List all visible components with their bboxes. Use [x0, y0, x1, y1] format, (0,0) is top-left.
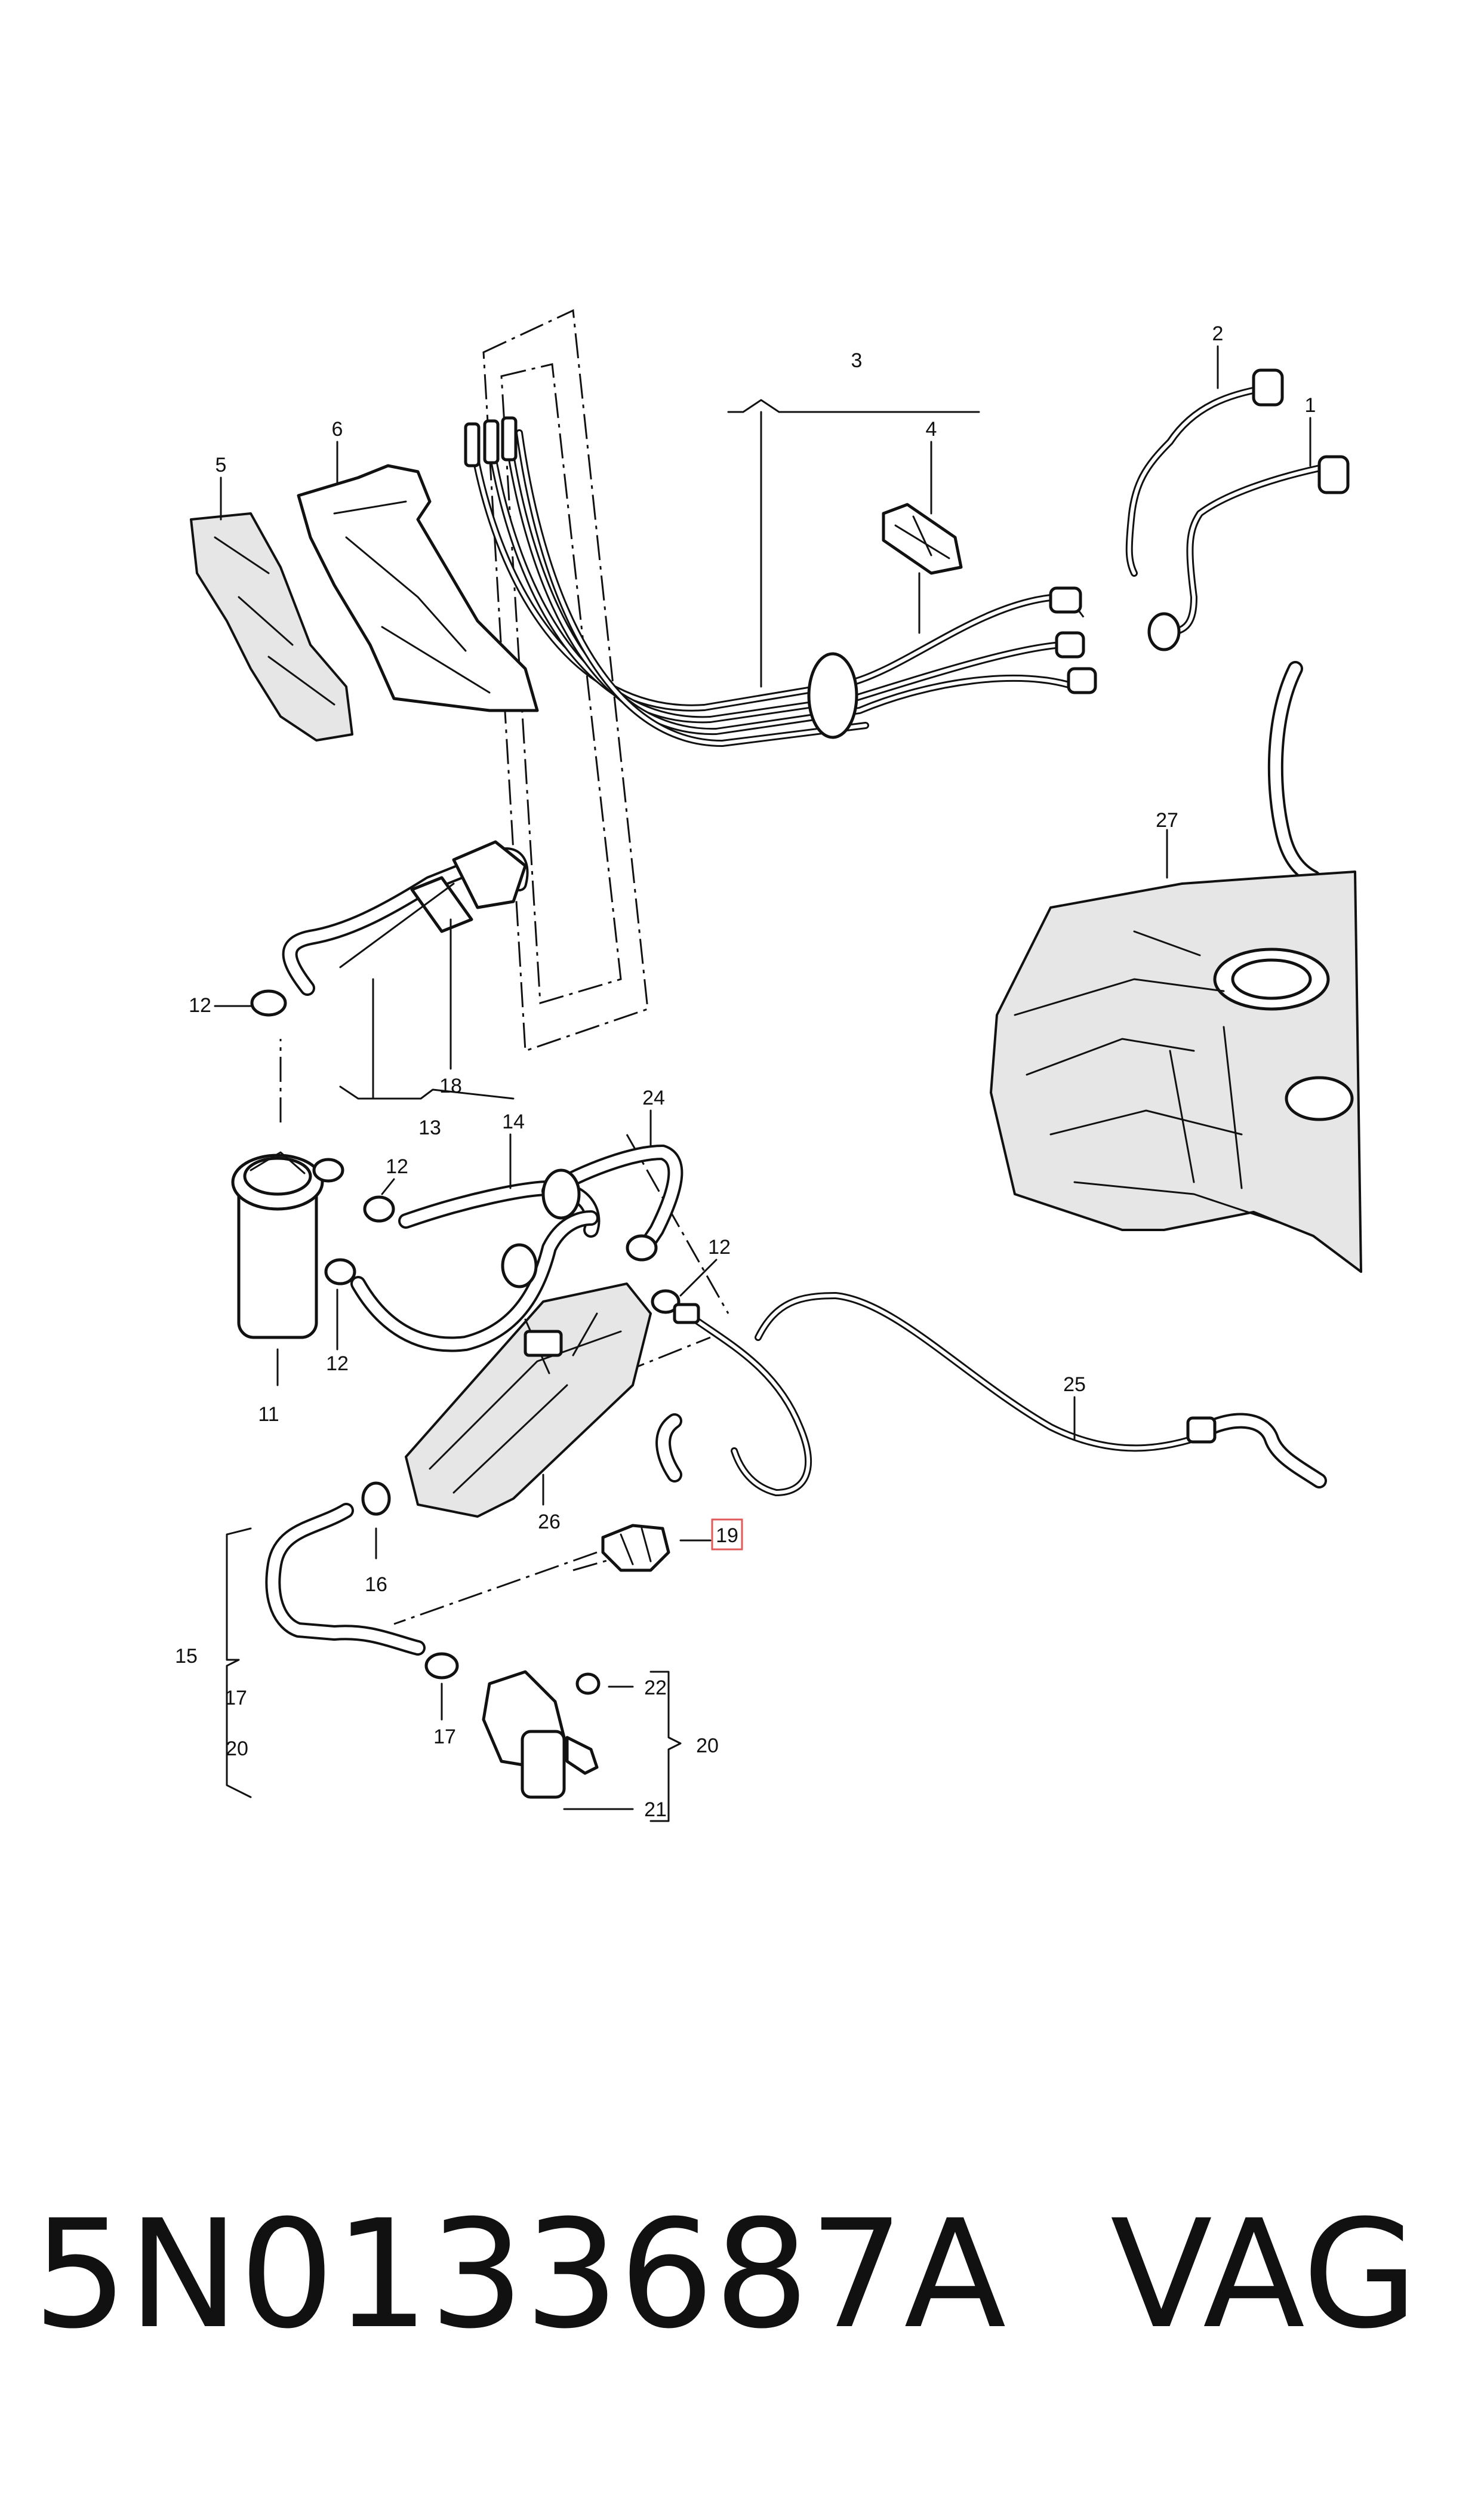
callout-24: 24 [642, 1087, 665, 1109]
part-number: 5N0133687A [33, 2188, 1006, 2361]
callout-4: 4 [926, 418, 937, 441]
hose-clamps-12 [250, 989, 681, 1314]
callout-11: 11 [258, 1403, 279, 1426]
callout-13: 13 [418, 1116, 441, 1139]
callout-labels: 1 2 3 4 5 6 11 12 12 12 12 13 14 15 16 1… [175, 322, 1316, 1821]
hose-14-24 [350, 1145, 683, 1352]
callout-6: 6 [332, 418, 343, 441]
callout-12-c: 12 [708, 1236, 731, 1259]
callout-26: 26 [538, 1511, 561, 1533]
callout-2: 2 [1212, 322, 1224, 345]
callout-17-a: 17 [224, 1687, 247, 1709]
canister-11 [231, 1151, 324, 1339]
cover-6 [297, 464, 539, 712]
callout-21: 21 [644, 1798, 667, 1821]
callout-17-b: 17 [433, 1725, 456, 1748]
callout-20-a: 20 [226, 1737, 248, 1760]
bracket-5 [190, 512, 353, 742]
fuel-pipe-bundle [464, 416, 1097, 747]
hose-15-valve-20 [265, 1481, 601, 1799]
callout-19: 19 [716, 1524, 738, 1547]
callout-16: 16 [365, 1573, 387, 1596]
footer: 5N0133687A VAG [0, 2197, 1484, 2352]
callout-15: 15 [175, 1645, 198, 1668]
callout-12-a: 12 [189, 994, 211, 1017]
callout-12-b: 12 [386, 1155, 408, 1178]
leader-lines [214, 345, 1311, 1822]
brand-name: VAG [1110, 2188, 1418, 2361]
callout-19-highlight [711, 1518, 743, 1551]
pipe-clip [882, 503, 963, 575]
callout-18: 18 [439, 1075, 462, 1097]
clip-19 [601, 1524, 670, 1572]
pipe-1-2 [1125, 368, 1350, 651]
callout-27: 27 [1156, 809, 1178, 832]
fuel-tank [990, 661, 1362, 1273]
hose-25 [655, 1292, 1327, 1496]
callout-22: 22 [644, 1677, 667, 1699]
callout-1: 1 [1305, 394, 1316, 417]
callout-5: 5 [215, 454, 227, 476]
breather-pipe-assy [282, 840, 529, 996]
carbon-canister-26 [405, 1282, 652, 1518]
callout-12-d: 12 [326, 1352, 349, 1375]
callout-25: 25 [1063, 1373, 1086, 1396]
callout-14: 14 [502, 1111, 525, 1133]
parts-diagram: 1 2 3 4 5 6 11 12 12 12 12 13 14 15 16 1… [175, 309, 1362, 1822]
callout-3: 3 [851, 349, 863, 372]
callout-20-b: 20 [696, 1734, 719, 1757]
